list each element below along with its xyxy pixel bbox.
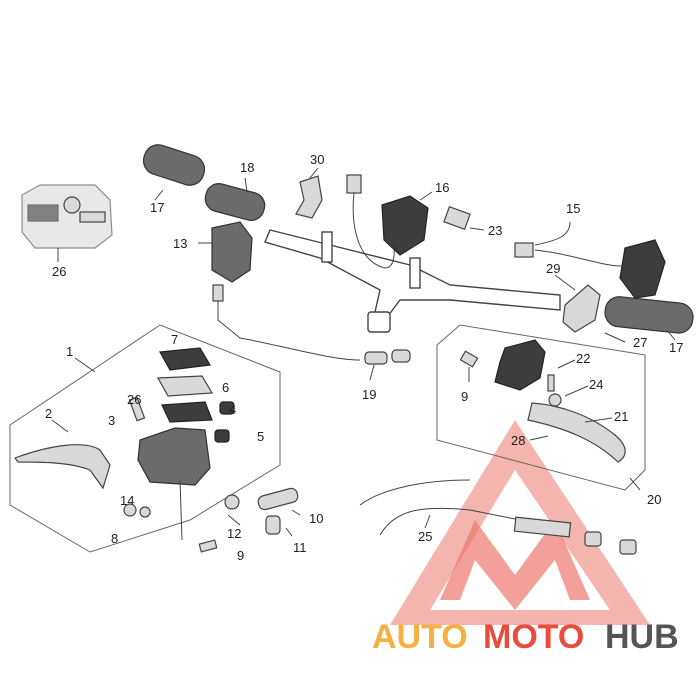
master-cylinder [137,427,211,486]
callout-17a: 17 [150,200,164,215]
switch-housing-right [619,239,666,299]
switch-housing-16 [381,195,429,256]
watermark-m-shape [440,520,590,610]
brake-lever [14,444,111,490]
clutch-lever [527,402,626,463]
callout-7: 7 [171,332,178,347]
callout-20: 20 [647,492,661,507]
callout-24: 24 [589,377,603,392]
callout-26a: 26 [52,264,66,279]
switch-housing-left [211,221,253,283]
clamp-30 [295,175,323,219]
callout-3: 3 [108,413,115,428]
callout-26b: 26 [127,392,141,407]
callout-12: 12 [227,526,241,541]
callout-28: 28 [511,433,525,448]
callout-9b: 9 [461,389,468,404]
callout-22: 22 [576,351,590,366]
clip-23 [443,205,471,231]
watermark-moto: MOTO [483,618,584,656]
callout-10: 10 [309,511,323,526]
callout-14: 14 [120,493,134,508]
callout-13: 13 [173,236,187,251]
callout-5: 5 [257,429,264,444]
left-grip [142,144,206,186]
callout-29: 29 [546,261,560,276]
left-brake-group [9,324,281,553]
callout-18: 18 [240,160,254,175]
callout-labels: 1 2 3 4 5 6 7 8 9 9 10 11 12 13 14 15 16… [45,152,683,563]
callout-23: 23 [488,223,502,238]
callout-27: 27 [633,335,647,350]
callout-9a: 9 [237,548,244,563]
callout-2: 2 [45,406,52,421]
callout-15: 15 [566,201,580,216]
cover-29 [562,284,601,333]
callout-17b: 17 [669,340,683,355]
callout-25: 25 [418,529,432,544]
callout-21: 21 [614,409,628,424]
callout-11: 11 [293,540,307,555]
callout-4: 4 [229,402,236,417]
handlebar [264,229,561,333]
callout-6: 6 [222,380,229,395]
watermark-auto: AUTO [372,618,468,656]
right-grip [604,296,694,334]
callout-16: 16 [435,180,449,195]
inset-detail-26 [21,184,113,249]
callout-8: 8 [111,531,118,546]
callout-1: 1 [66,344,73,359]
callout-30: 30 [310,152,324,167]
right-lever-group [436,324,646,491]
callout-19: 19 [362,387,376,402]
watermark-hub: HUB [605,618,679,656]
lever-bracket [494,339,546,391]
throttle-grip [204,183,266,221]
